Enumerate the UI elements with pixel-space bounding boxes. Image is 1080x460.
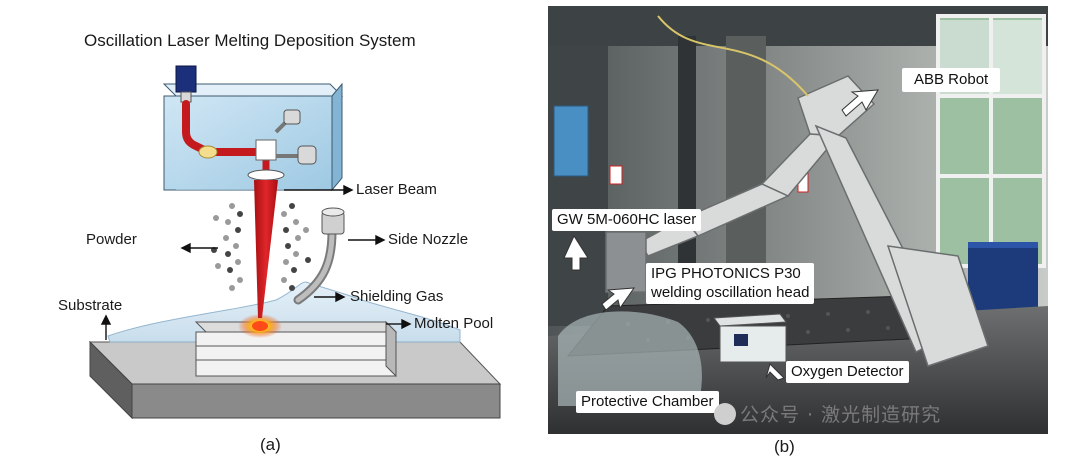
schematic-arrows [100,184,412,340]
watermark: 公众号 · 激光制造研究 [714,400,941,427]
deposited-layers [194,320,398,378]
schematic-drawing [88,65,502,420]
panel-a-schematic: Oscillation Laser Melting Deposition Sys… [40,0,520,460]
caption-a: (a) [260,435,281,454]
label-substrate: Substrate [58,297,123,314]
laser-beam [254,180,278,318]
protective-chamber [558,311,702,406]
side-nozzle [293,207,345,305]
label-oxygen-detector: Oxygen Detector [786,361,909,383]
wechat-icon [714,403,736,425]
focusing-lens [247,169,285,181]
watermark-text: 公众号 · 激光制造研究 [740,404,942,426]
label-abb-robot: ABB Robot [902,68,1001,92]
label-ipg-line1: IPG PHOTONICS P30 [651,265,801,282]
panel-b-photo: ABB Robot GW 5M-060HC laser IPG PHOTONIC… [548,6,1048,455]
fiber-connector [175,65,197,93]
caption-b: (b) [774,437,795,456]
photo-arrows [563,89,879,381]
label-gw-laser: GW 5M-060HC laser [552,209,702,231]
label-ipg-head: IPG PHOTONICS P30 welding oscillation he… [646,263,815,304]
oxygen-detector-device [713,313,787,363]
oscillating-mirror [255,109,317,165]
label-molten-pool: Molten Pool [414,315,494,332]
powder-particles [211,203,311,291]
label-side-nozzle: Side Nozzle [388,231,469,248]
label-protective-chamber: Protective Chamber [576,391,719,413]
label-shielding-gas: Shielding Gas [350,288,444,305]
schematic-title: Oscillation Laser Melting Deposition Sys… [84,31,416,50]
label-powder: Powder [86,231,137,248]
label-ipg-line2: welding oscillation head [651,283,810,301]
label-laser-beam: Laser Beam [356,181,437,198]
